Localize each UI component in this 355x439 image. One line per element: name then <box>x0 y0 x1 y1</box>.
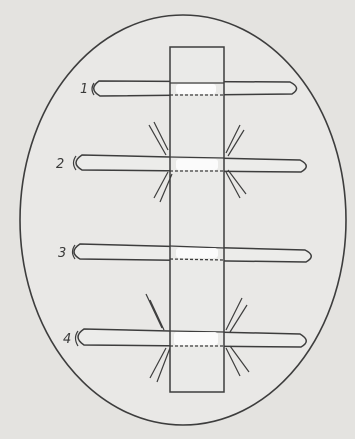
label-3: 3 <box>58 246 66 261</box>
label-2: 2 <box>56 157 64 172</box>
label-1: 1 <box>80 82 88 97</box>
label-4: 4 <box>63 332 71 347</box>
